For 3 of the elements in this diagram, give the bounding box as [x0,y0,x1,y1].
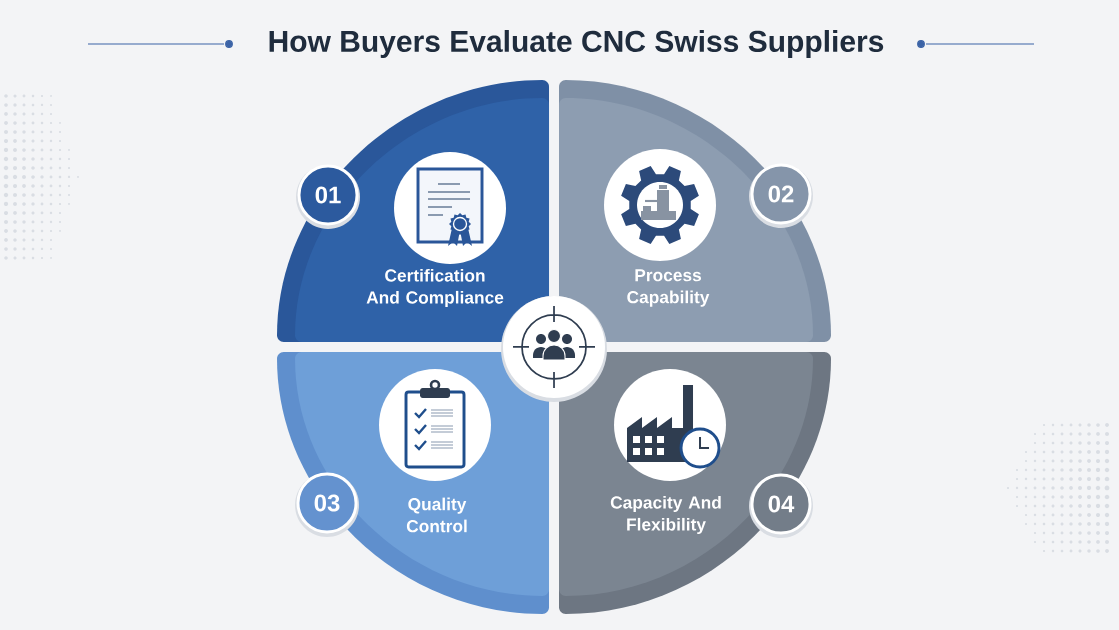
number-badge: 03 [295,472,359,537]
title: How Buyers Evaluate CNC Swiss Suppliers [269,30,884,58]
number-badge: 04 [749,473,813,538]
